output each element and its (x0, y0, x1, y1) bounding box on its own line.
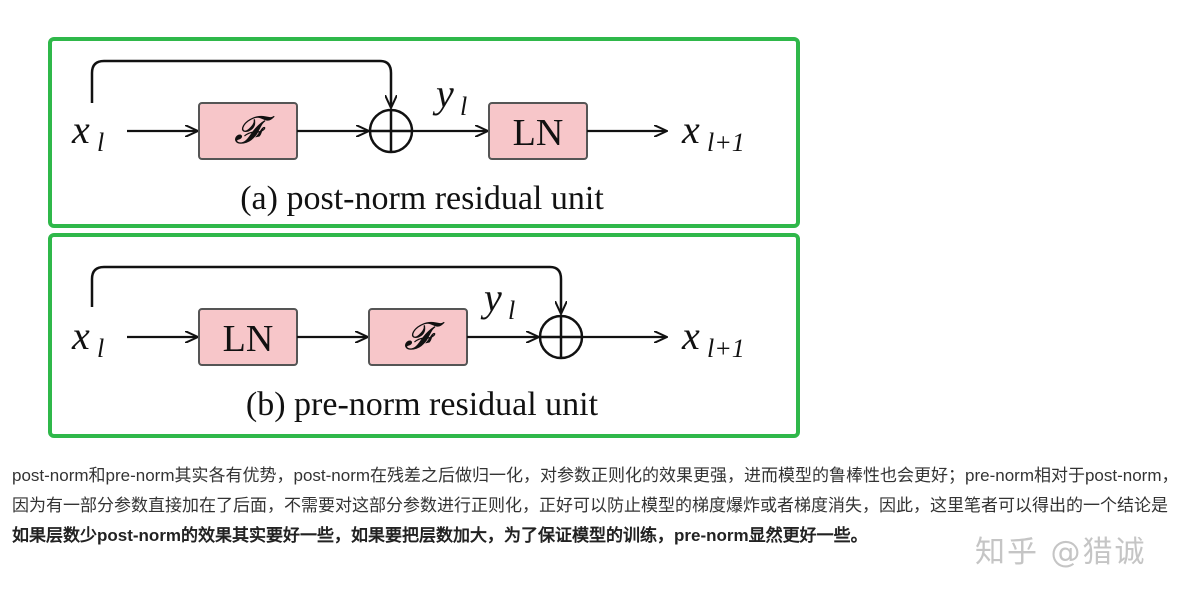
post-norm-caption: (a) post-norm residual unit (240, 180, 604, 217)
input-x-label: x (71, 107, 90, 152)
output-sub-label: l+1 (707, 128, 745, 157)
input-x-label: x (71, 313, 90, 358)
layernorm-box-label: LN (513, 112, 564, 154)
article-conclusion-bold: 如果层数少post-norm的效果其实要好一些，如果要把层数加大，为了保证模型的… (12, 526, 851, 545)
intermediate-sub-label: l (460, 92, 467, 121)
output-sub-label: l+1 (707, 334, 745, 363)
intermediate-y-label: y (432, 71, 454, 116)
article-text: post-norm和pre-norm其实各有优势，post-norm在残差之后做… (12, 466, 1179, 515)
output-x-label: x (681, 313, 700, 358)
layernorm-box-label: LN (223, 318, 274, 360)
article-period: 。 (850, 526, 868, 545)
pre-norm-caption: (b) pre-norm residual unit (246, 386, 599, 423)
article-paragraph: post-norm和pre-norm其实各有优势，post-norm在残差之后做… (12, 461, 1184, 551)
add-operator-icon (538, 314, 584, 360)
input-sub-label: l (97, 128, 104, 157)
add-operator-icon (368, 108, 414, 154)
input-sub-label: l (97, 334, 104, 363)
post-norm-diagram: x l 𝓕 y l LN x l+1 (a) post-norm residua… (71, 59, 745, 217)
intermediate-y-label: y (480, 275, 502, 320)
intermediate-sub-label: l (508, 296, 515, 325)
residual-skip-arrow (90, 59, 391, 107)
residual-skip-arrow (90, 265, 561, 313)
post-norm-panel: x l 𝓕 y l LN x l+1 (a) post-norm residua… (48, 37, 800, 228)
pre-norm-diagram: x l LN 𝓕 y l x l+1 (b) pre-norm residual… (71, 265, 745, 423)
output-x-label: x (681, 107, 700, 152)
pre-norm-panel: x l LN 𝓕 y l x l+1 (b) pre-norm residual… (48, 233, 800, 438)
